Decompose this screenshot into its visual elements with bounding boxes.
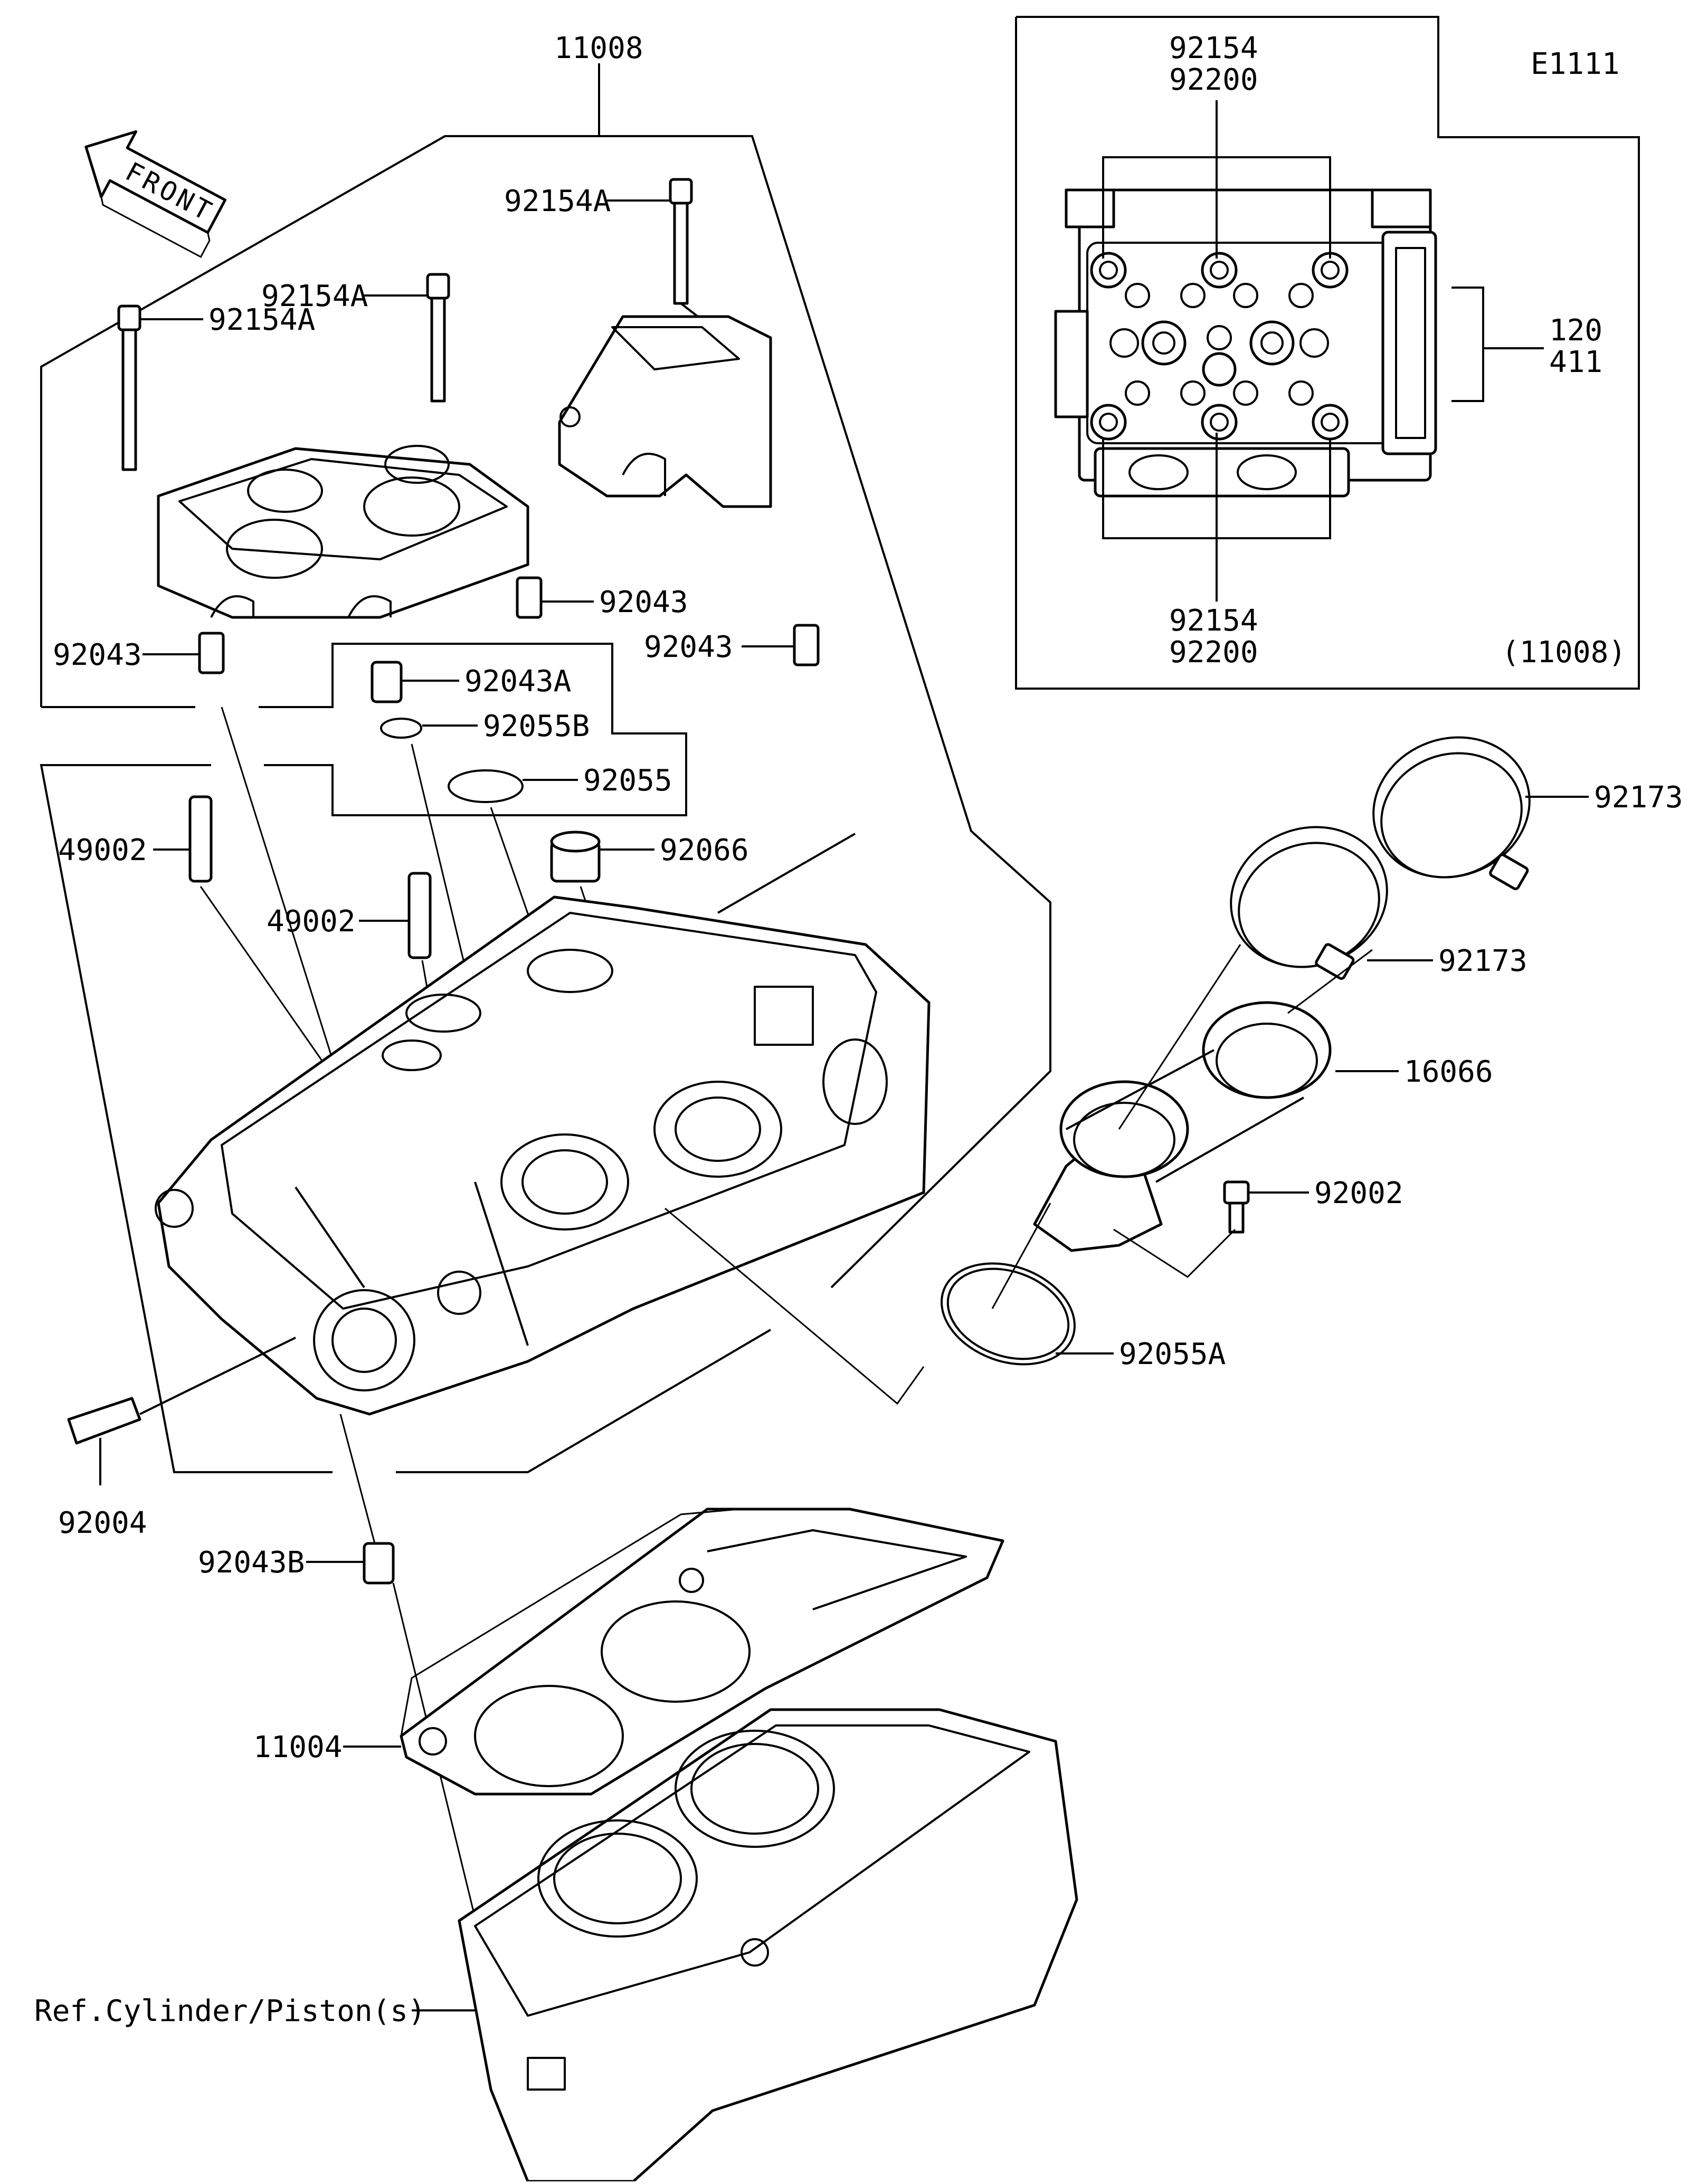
camshaft-cap-right <box>558 315 772 508</box>
diagram-code: E1111 <box>1531 47 1620 81</box>
bolt-92154A-right <box>607 178 740 349</box>
label-92043-1: 92043 <box>53 638 142 672</box>
label-92154A-1: 92154A <box>504 184 611 218</box>
label-92002: 92002 <box>1314 1176 1403 1210</box>
label-92055A: 92055A <box>1119 1337 1226 1371</box>
label-92173-1: 92173 <box>1594 780 1683 815</box>
label-49002-1: 49002 <box>58 833 147 867</box>
label-92154A-3: 92154A <box>208 303 315 337</box>
stud-92004 <box>67 1337 296 1485</box>
label-92154A-2: 92154A <box>261 279 368 313</box>
inset-right-label-2: 411 <box>1549 345 1602 379</box>
dowel-pin-92043-left <box>143 632 225 674</box>
dowel-pin-92043A <box>371 661 459 703</box>
label-92043A: 92043A <box>464 664 571 699</box>
valve-guide-49002-left <box>153 795 213 883</box>
label-16066: 16066 <box>1404 1055 1493 1089</box>
label-ref-cylinder: Ref.Cylinder/Piston(s) <box>34 1994 426 2028</box>
inset-top-label-1: 92154 <box>1169 31 1258 65</box>
label-92043B: 92043B <box>198 1546 305 1580</box>
label-11008: 11008 <box>554 31 643 65</box>
clamp-92173-upper <box>1372 736 1589 890</box>
dowel-pin-92043-center <box>516 576 594 619</box>
bolt-92154A-left <box>117 304 203 471</box>
inset-top-label-2: 92200 <box>1169 63 1258 97</box>
inset-bottom-label-2: 92200 <box>1169 635 1258 670</box>
inset-bottom-label-1: 92154 <box>1169 604 1258 638</box>
label-92043-3: 92043 <box>644 630 733 664</box>
cylinder-block <box>412 1708 1078 2183</box>
inset-bolt-pattern <box>1090 252 1349 441</box>
bolt-92002 <box>1113 1180 1309 1278</box>
label-92066: 92066 <box>660 833 749 867</box>
inset-top-view: (11008) 92154 <box>1015 16 1640 690</box>
cylinder-head <box>155 895 931 1416</box>
front-arrow-icon: FRONT <box>84 130 227 258</box>
label-92043-2: 92043 <box>599 585 688 619</box>
label-92004: 92004 <box>58 1506 147 1540</box>
o-ring-92055 <box>448 769 578 803</box>
cylinder-head-assembly-outline <box>40 63 1051 1473</box>
label-92055: 92055 <box>583 764 672 798</box>
label-92055B: 92055B <box>483 709 590 743</box>
label-92173-2: 92173 <box>1438 944 1527 978</box>
head-gasket-11004 <box>343 1508 1004 1796</box>
inset-right-label-1: 120 <box>1549 313 1602 348</box>
dowel-pin-92043-right <box>742 624 820 666</box>
valve-guide-49002-right <box>359 872 432 959</box>
bolt-92154A-middle <box>364 273 450 403</box>
label-11004: 11004 <box>253 1730 343 1765</box>
o-ring-92055A <box>665 1203 1114 1405</box>
plug-92066 <box>550 831 654 883</box>
label-49002-2: 49002 <box>267 904 356 939</box>
clamp-92173-lower <box>1230 826 1433 980</box>
holder-16066 <box>1033 944 1399 1252</box>
o-ring-92055B <box>380 718 478 739</box>
camshaft-cap-left <box>157 445 529 619</box>
inset-reference: (11008) <box>1502 635 1626 670</box>
